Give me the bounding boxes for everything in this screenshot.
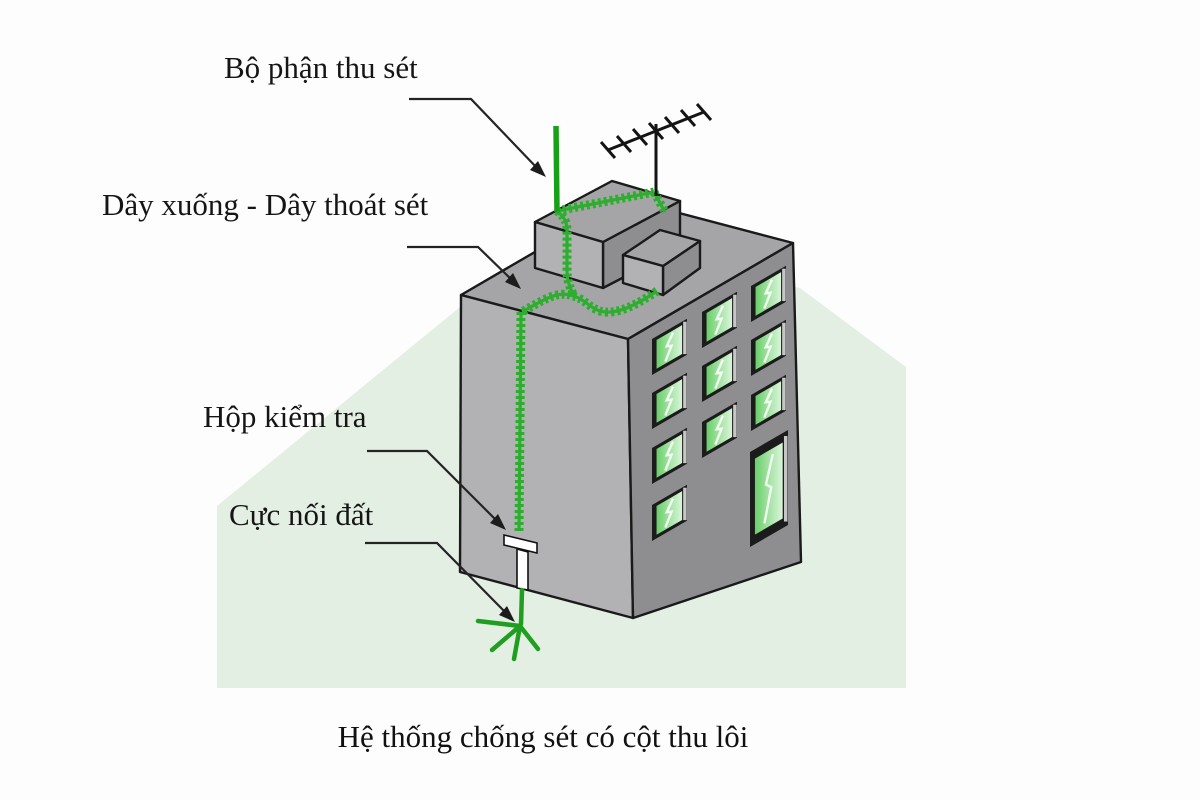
window bbox=[652, 372, 687, 429]
diagram-caption: Hệ thống chống sét có cột thu lôi bbox=[337, 719, 749, 754]
leader-air-terminal bbox=[409, 97, 539, 170]
label-down-conductor: Dây xuống - Dây thoát sét bbox=[102, 187, 429, 222]
leader-ground-electrode bbox=[365, 541, 508, 615]
building-windows bbox=[652, 265, 788, 547]
label-test-box: Hộp kiểm tra bbox=[203, 399, 367, 434]
door bbox=[750, 429, 788, 547]
window bbox=[751, 319, 786, 376]
label-air-terminal: Bộ phận thu sét bbox=[224, 50, 418, 85]
small-rooftop-box bbox=[621, 228, 702, 297]
leader-test-box bbox=[367, 449, 499, 523]
building-left-wall bbox=[458, 293, 635, 620]
leader-lines bbox=[365, 97, 546, 622]
penthouse-front-wall bbox=[533, 220, 605, 290]
window bbox=[652, 484, 687, 541]
ground-electrode bbox=[475, 587, 541, 662]
window bbox=[702, 291, 737, 348]
window bbox=[702, 345, 737, 402]
lightning-rod bbox=[553, 125, 560, 213]
window bbox=[652, 318, 687, 375]
tv-antenna-icon bbox=[599, 103, 713, 196]
conductor-path bbox=[514, 187, 669, 532]
window bbox=[751, 265, 786, 322]
window bbox=[652, 427, 687, 484]
window bbox=[751, 374, 786, 431]
label-ground-electrode: Cực nối đất bbox=[229, 497, 374, 532]
window bbox=[702, 401, 737, 458]
test-box bbox=[503, 533, 538, 591]
leader-down-conductor bbox=[407, 245, 514, 282]
small-box-front-wall bbox=[621, 253, 665, 297]
